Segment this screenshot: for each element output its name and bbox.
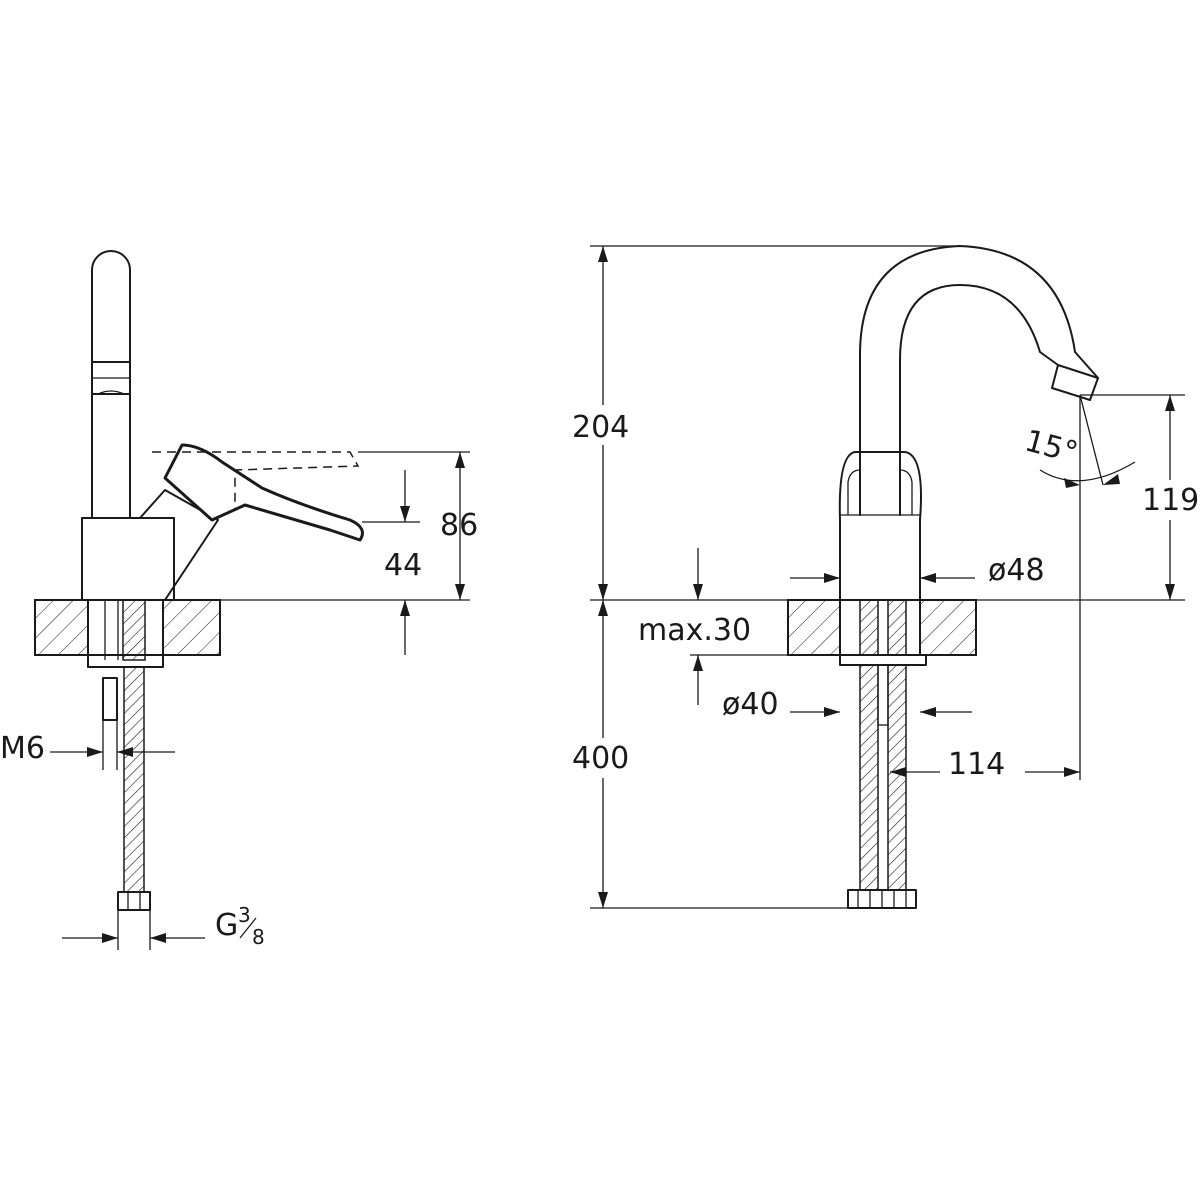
- dim-86: 86: [440, 508, 478, 543]
- dim-114: 114: [948, 747, 1005, 782]
- side-nut: [117, 891, 151, 911]
- side-view: 86 44 M6 G 3 8: [0, 250, 478, 950]
- dim-g-den: 8: [252, 925, 265, 949]
- front-view: 204 400 119 15° ø48 max.30: [572, 245, 1200, 909]
- front-washer: [839, 654, 927, 666]
- front-hose-left: [859, 664, 879, 891]
- dim-diameter-48: ø48: [988, 553, 1045, 588]
- side-spout: [91, 250, 131, 519]
- dim-g: G: [215, 908, 238, 943]
- side-rod: [102, 677, 118, 721]
- dim-400: 400: [572, 741, 629, 776]
- dim-119: 119: [1142, 483, 1199, 518]
- side-lever-ghost: [152, 451, 360, 510]
- side-body: [81, 517, 175, 601]
- dim-15-deg: 15°: [1021, 423, 1081, 471]
- side-lever: [163, 443, 364, 542]
- dim-diameter-40: ø40: [722, 687, 779, 722]
- front-aerator: [1051, 364, 1099, 401]
- dim-m6: M6: [0, 731, 45, 766]
- front-hose-right: [887, 664, 907, 891]
- front-body: [838, 451, 922, 601]
- dim-g-num: 3: [238, 903, 251, 927]
- dim-44: 44: [384, 548, 422, 583]
- dim-204: 204: [572, 410, 629, 445]
- side-hose: [123, 666, 145, 893]
- dim-max-30: max.30: [638, 613, 751, 648]
